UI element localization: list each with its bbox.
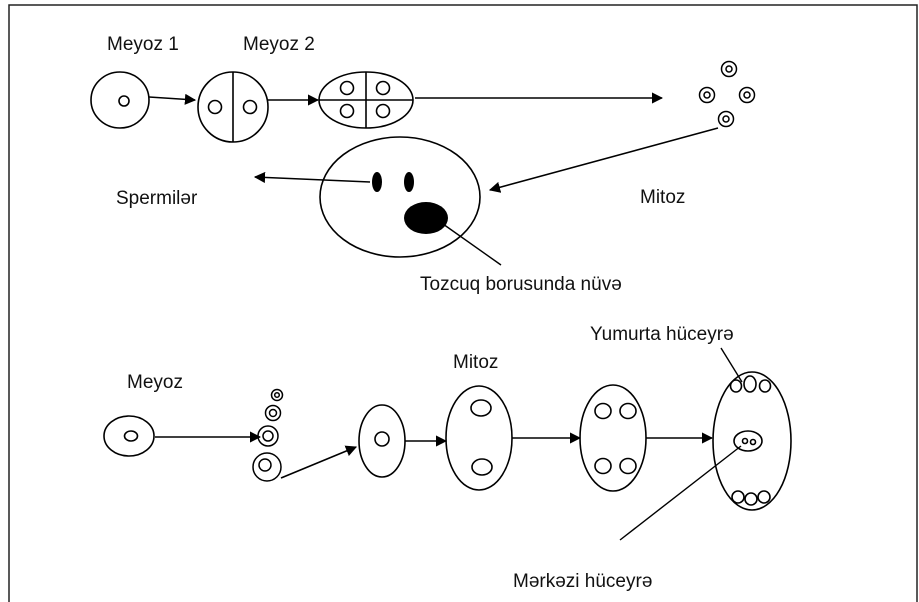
label-tozcuq: Tozcuq borusunda nüvə (420, 274, 622, 295)
arrow-functional-megaspore (280, 445, 358, 479)
microspores (698, 60, 756, 128)
label-merkezi: Mərkəzi hüceyrə (513, 571, 652, 592)
label-meyoz-1: Meyoz 1 (107, 34, 179, 55)
figure-frame (8, 4, 918, 602)
top-cell-1 (90, 71, 150, 129)
pointer-yumurta (720, 347, 743, 383)
mature-embryo-sac (712, 371, 792, 511)
pointer-merkezi (619, 445, 742, 541)
embryo-sac-1n (358, 404, 406, 478)
label-meyoz-2: Meyoz 2 (243, 34, 315, 55)
label-spermiler: Spermilər (116, 188, 198, 209)
top-cell-dyad (197, 71, 269, 143)
pollen-grain (319, 136, 481, 258)
embryo-sac-2n (445, 385, 513, 491)
label-meyoz-bottom: Meyoz (127, 372, 183, 393)
pointer-tube-nucleus (442, 223, 502, 266)
label-yumurta: Yumurta hüceyrə (590, 324, 734, 345)
sperm-nucleus-2 (404, 172, 414, 192)
embryo-sac-4n (579, 384, 647, 492)
arrow-spermiler (253, 171, 371, 184)
label-mitoz-top: Mitoz (640, 187, 685, 208)
label-mitoz-bottom: Mitoz (453, 352, 498, 373)
arrow-meyoz1 (148, 93, 197, 105)
top-cell-tetrad (318, 71, 414, 129)
megaspore-mother-cell (103, 415, 155, 457)
tube-nucleus (404, 202, 448, 234)
megaspore-tetrad (252, 388, 284, 482)
arrow-mitoz-top (488, 127, 719, 193)
sperm-nucleus-1 (372, 172, 382, 192)
